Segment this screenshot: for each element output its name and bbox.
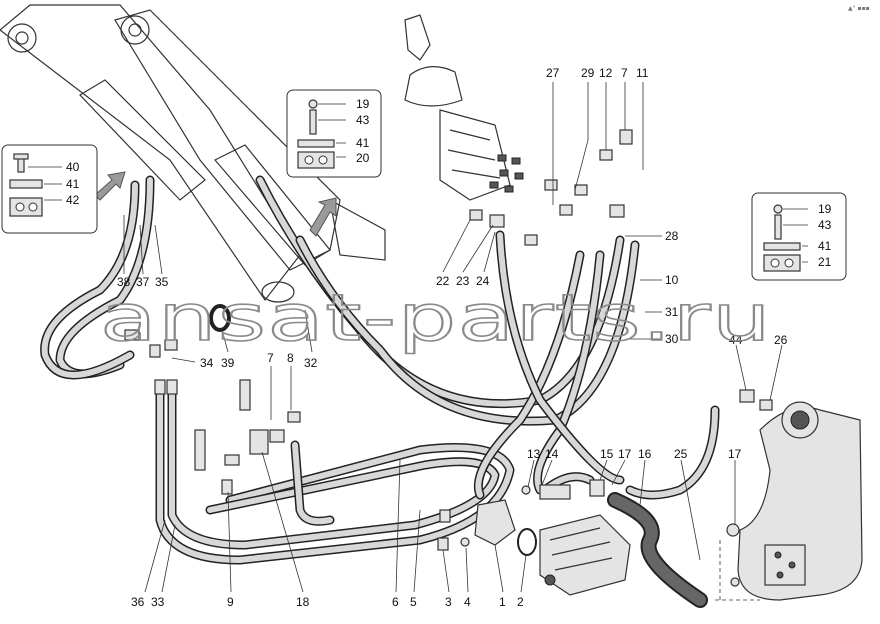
callout-10: 10 [665,273,679,287]
callout-37: 37 [136,275,150,289]
callout-3: 3 [445,595,452,609]
callout-5: 5 [410,595,417,609]
fittings [124,129,773,587]
label-19-right: 19 [818,202,832,216]
callout-16: 16 [638,447,652,461]
label-40: 40 [66,160,80,174]
callout-18: 18 [296,595,310,609]
callout-8: 8 [287,351,294,365]
callout-38: 38 [117,275,131,289]
callout-29: 29 [581,66,595,80]
label-43-mid: 43 [356,113,370,127]
label-19-mid: 19 [356,97,370,111]
callout-27: 27 [546,66,560,80]
label-41-mid: 41 [356,136,370,150]
callout-32: 32 [304,356,318,370]
callout-17-mid: 17 [618,447,632,461]
callout-31: 31 [665,305,679,319]
label-21: 21 [818,255,832,269]
label-42: 42 [66,193,80,207]
callout-7-mid: 7 [267,351,274,365]
callout-44: 44 [729,333,743,347]
callout-34: 34 [200,356,214,370]
callout-22: 22 [436,274,450,288]
callout-25: 25 [674,447,688,461]
callout-35: 35 [155,275,169,289]
callout-11: 11 [636,66,649,80]
callout-2: 2 [517,595,524,609]
callout-33: 33 [151,595,165,609]
control-valve-assembly [404,14,524,201]
callout-23: 23 [456,274,470,288]
corner-mark: ▲° ▪▪▪ [848,5,870,12]
callout-24: 24 [476,274,490,288]
callout-1: 1 [499,595,506,609]
callout-13: 13 [527,447,541,461]
hoses [40,175,720,608]
pump-and-tank [474,401,863,601]
inset-middle: 19 43 41 20 [286,89,382,178]
callout-36: 36 [131,595,145,609]
callout-28: 28 [665,229,679,243]
callout-4: 4 [464,595,471,609]
callout-12: 12 [599,66,613,80]
callout-labels: 27 29 12 7 11 28 10 31 30 22 23 24 38 37… [117,66,788,609]
direction-arrows [94,171,337,237]
callout-39: 39 [221,356,235,370]
label-41-right: 41 [818,239,832,253]
callout-14: 14 [545,447,559,461]
callout-7-top: 7 [621,66,628,80]
inset-right: 19 43 41 21 [751,192,847,281]
boom-arms [0,4,386,303]
callout-9: 9 [227,595,234,609]
leader-lines [123,82,783,593]
callout-6: 6 [392,595,399,609]
label-43-right: 43 [818,218,832,232]
label-20: 20 [356,151,370,165]
callout-26: 26 [774,333,788,347]
label-41: 41 [66,177,80,191]
watermark-text: ansat-parts.ru [100,282,772,356]
callout-15: 15 [600,447,614,461]
callout-30: 30 [665,332,679,346]
inset-left: 40 41 42 [1,144,98,234]
callout-17-right: 17 [728,447,742,461]
